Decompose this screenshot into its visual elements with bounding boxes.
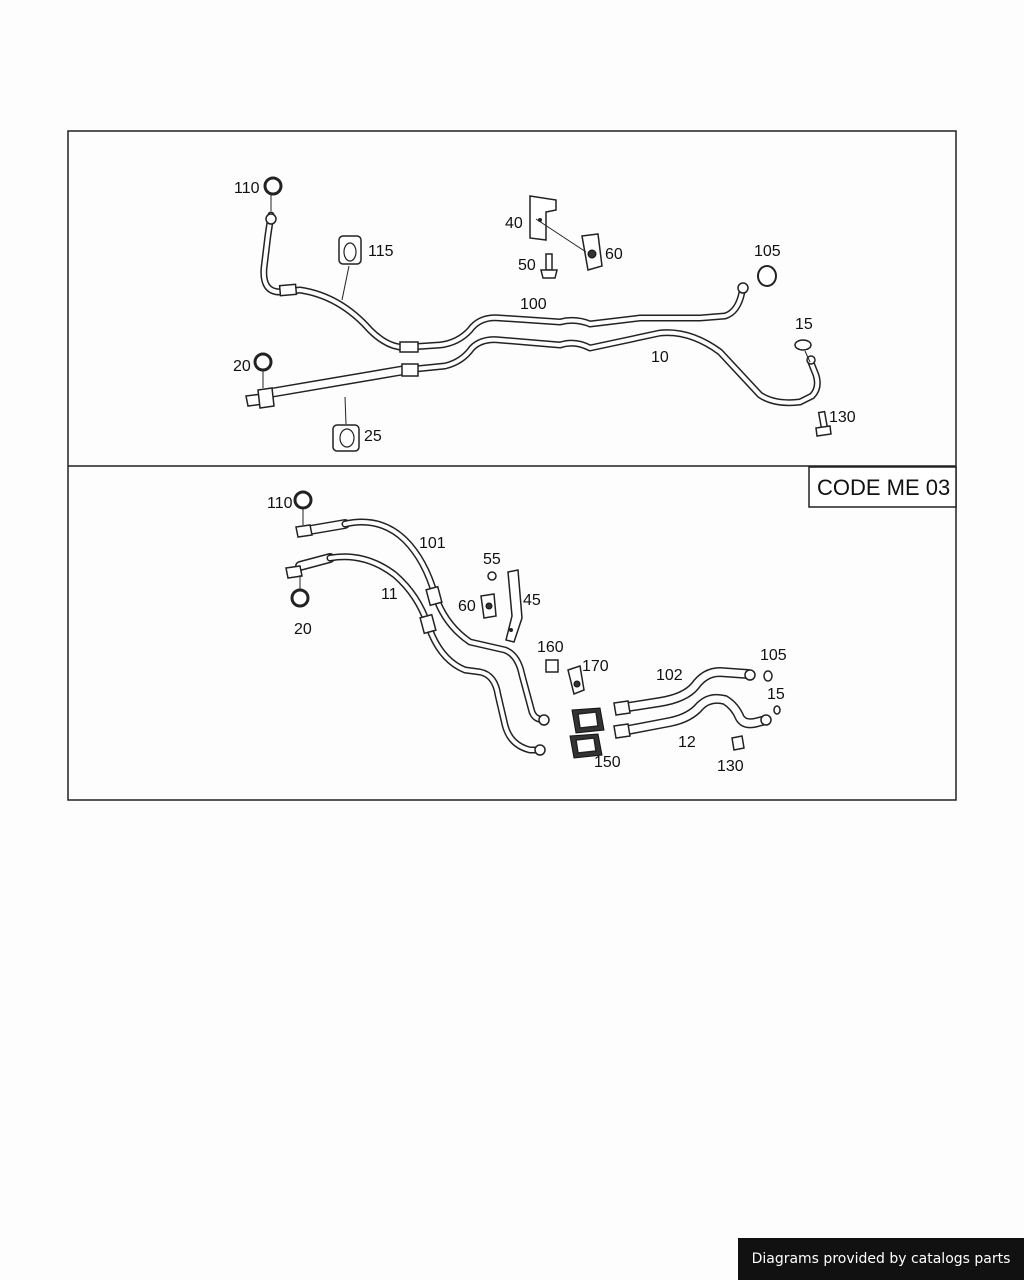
label-60: 60 bbox=[605, 246, 623, 263]
clip-170 bbox=[567, 665, 585, 696]
label-110-bottom: 110 bbox=[267, 495, 293, 512]
bracket-45 bbox=[505, 569, 523, 643]
pipe-11 bbox=[285, 553, 546, 756]
pipe-101 bbox=[295, 518, 550, 726]
ring-105-top bbox=[737, 265, 777, 294]
label-101: 101 bbox=[419, 535, 446, 552]
washer-15-bottom bbox=[773, 705, 781, 715]
label-10: 10 bbox=[651, 349, 669, 366]
washer-15-top bbox=[794, 339, 816, 365]
label-130: 130 bbox=[829, 409, 856, 426]
label-100: 100 bbox=[520, 296, 547, 313]
label-12: 12 bbox=[678, 734, 696, 751]
top-panel: 110 115 40 50 60 100 105 15 10 20 25 130 bbox=[233, 176, 856, 452]
label-50: 50 bbox=[518, 257, 536, 274]
oring-20-bottom bbox=[290, 588, 310, 608]
label-45: 45 bbox=[523, 592, 541, 609]
bolt-130-bottom bbox=[731, 735, 745, 751]
label-20: 20 bbox=[233, 358, 251, 375]
label-40: 40 bbox=[505, 215, 523, 232]
hose-12 bbox=[613, 693, 772, 739]
sleeve-115 bbox=[338, 235, 362, 265]
label-105-bottom: 105 bbox=[760, 647, 787, 664]
attribution-text: Diagrams provided by catalogs parts bbox=[751, 1251, 1011, 1267]
label-60-bottom: 60 bbox=[458, 598, 476, 615]
label-15: 15 bbox=[795, 316, 813, 333]
clip-60-bottom bbox=[480, 593, 497, 619]
bolt-50 bbox=[540, 253, 558, 279]
label-25: 25 bbox=[364, 428, 382, 445]
oring-20-top bbox=[253, 352, 273, 372]
valve-block-150 bbox=[569, 707, 605, 759]
attribution-footer: Diagrams provided by catalogs parts bbox=[738, 1238, 1024, 1280]
label-110: 110 bbox=[234, 180, 260, 197]
bolt-160 bbox=[545, 659, 559, 673]
label-55: 55 bbox=[483, 551, 501, 568]
label-115: 115 bbox=[368, 243, 394, 260]
ring-105-bottom bbox=[763, 670, 773, 682]
hose-102 bbox=[613, 667, 756, 716]
clip-60-top bbox=[581, 233, 603, 271]
label-11: 11 bbox=[381, 586, 398, 603]
label-15-bottom: 15 bbox=[767, 686, 785, 703]
code-label: CODE ME 03 bbox=[817, 475, 950, 500]
code-box bbox=[808, 466, 957, 508]
bottom-panel: 110 101 55 11 60 45 20 160 170 102 105 1… bbox=[267, 490, 787, 775]
label-130-bottom: 130 bbox=[717, 758, 744, 775]
fitting-110-top bbox=[265, 213, 277, 225]
label-20-bottom: 20 bbox=[294, 621, 312, 638]
bracket-40 bbox=[529, 195, 557, 241]
label-150: 150 bbox=[594, 754, 621, 771]
oring-110-top bbox=[263, 176, 283, 196]
nut-55 bbox=[487, 571, 497, 581]
label-102: 102 bbox=[656, 667, 683, 684]
pipe-10 bbox=[245, 329, 821, 409]
label-105: 105 bbox=[754, 243, 781, 260]
label-160: 160 bbox=[537, 639, 564, 656]
bolt-130-top bbox=[815, 410, 832, 437]
pipe-100 bbox=[260, 211, 746, 353]
sleeve-25 bbox=[332, 424, 360, 452]
oring-110-bottom bbox=[293, 490, 313, 510]
label-170: 170 bbox=[582, 658, 609, 675]
